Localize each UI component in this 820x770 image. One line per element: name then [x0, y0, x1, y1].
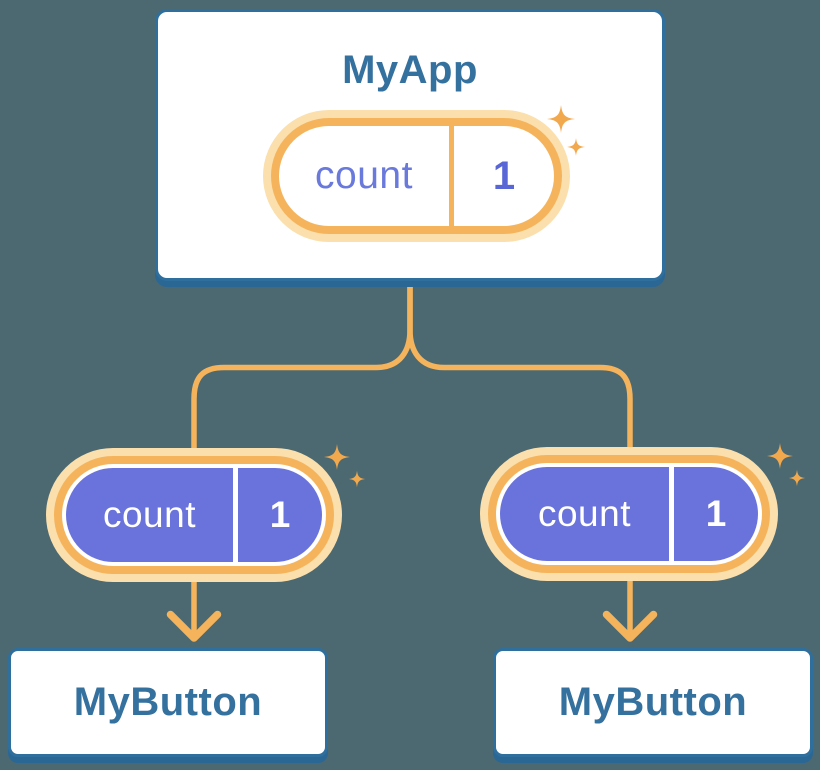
prop-pill-left-gap: count 1	[62, 464, 326, 566]
prop-value-label: 1	[269, 494, 291, 535]
state-name-label: count	[315, 154, 413, 197]
arrow-down-right-icon	[602, 610, 658, 642]
state-value-label: 1	[492, 153, 516, 198]
node-mybutton-left-card: MyButton	[8, 648, 328, 757]
arrow-down-left-icon	[166, 610, 222, 642]
state-pill-myapp-body: count 1	[279, 126, 554, 226]
node-mybutton-right-card: MyButton	[493, 648, 813, 757]
prop-pill-right: count 1	[480, 447, 778, 581]
prop-value-label: 1	[705, 493, 727, 534]
prop-pill-left-ring: count 1	[54, 456, 334, 574]
prop-pill-left-body: count 1	[66, 468, 322, 562]
state-pill-myapp: count 1	[263, 110, 570, 242]
node-myapp-title: MyApp	[342, 48, 478, 92]
prop-name-label: count	[537, 493, 631, 534]
state-pill-myapp-ring: count 1	[271, 118, 562, 234]
prop-pill-left: count 1	[46, 448, 342, 582]
state-pill-divider	[449, 126, 454, 226]
prop-name-label: count	[102, 494, 196, 535]
node-mybutton-right-title: MyButton	[558, 680, 748, 724]
prop-pill-right-body: count 1	[500, 467, 758, 561]
prop-pill-right-ring: count 1	[488, 455, 770, 573]
sparkle-icon-right	[766, 442, 806, 487]
prop-pill-right-gap: count 1	[496, 463, 762, 565]
node-mybutton-left-title: MyButton	[73, 680, 263, 724]
prop-pill-divider	[669, 467, 674, 561]
